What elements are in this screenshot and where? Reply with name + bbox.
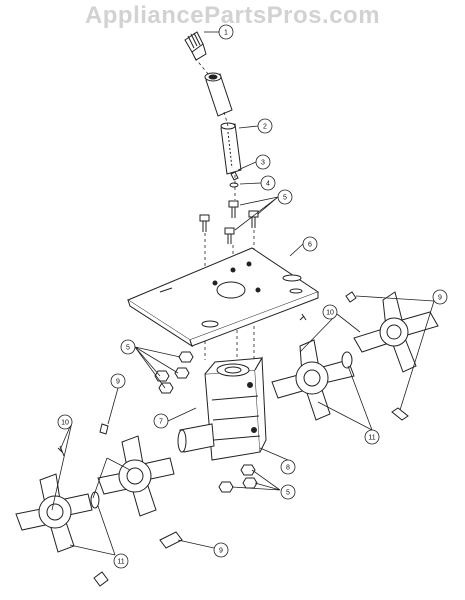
svg-text:5: 5 — [283, 195, 287, 202]
callout-1: 1 — [218, 24, 234, 40]
upper-bolts-part — [199, 200, 259, 244]
washer-right — [341, 351, 353, 369]
callout-7: 7 — [153, 413, 169, 429]
tine-inner-right — [271, 339, 355, 421]
svg-text:9: 9 — [438, 295, 442, 302]
svg-text:11: 11 — [368, 435, 375, 442]
pin-and-spacer-part — [229, 171, 239, 188]
callout-9-left: 9 — [110, 373, 126, 389]
pin-left — [99, 423, 109, 435]
leader-lines — [51, 31, 435, 556]
callout-4: 4 — [260, 175, 276, 191]
right-tine-assembly — [271, 291, 439, 421]
callout-10-right: 10 — [322, 304, 338, 320]
clip-right — [391, 407, 409, 421]
svg-text:1: 1 — [224, 30, 228, 37]
svg-text:10: 10 — [61, 420, 69, 427]
watermark: AppliancePartsPros.com — [84, 2, 381, 29]
callout-11-left: 11 — [113, 553, 129, 569]
callout-5-bolts: 5 — [277, 189, 293, 205]
svg-text:2: 2 — [263, 124, 267, 131]
callout-2: 2 — [257, 118, 273, 134]
callout-9-bottom: 9 — [213, 542, 229, 558]
svg-text:11: 11 — [117, 559, 124, 566]
svg-text:6: 6 — [308, 242, 312, 249]
svg-text:5: 5 — [286, 490, 290, 497]
callout-9-right: 9 — [432, 289, 448, 305]
callout-11-right: 11 — [364, 429, 380, 445]
gearbox-nuts-part — [154, 351, 258, 493]
callout-5-nuts: 5 — [120, 339, 136, 355]
left-tine-assembly — [15, 423, 183, 587]
tine-outer-right — [353, 291, 439, 373]
svg-text:4: 4 — [266, 181, 270, 188]
clip-bottom — [159, 531, 183, 549]
tine-inner-left — [97, 435, 175, 517]
callout-6: 6 — [302, 236, 318, 252]
callout-10-left: 10 — [57, 414, 73, 430]
callout-8: 8 — [280, 459, 296, 475]
svg-text:9: 9 — [116, 379, 120, 386]
pin-right-top — [345, 291, 357, 303]
shaft-tube-part — [204, 72, 233, 117]
callout-5-lower: 5 — [280, 484, 296, 500]
svg-text:3: 3 — [261, 160, 265, 167]
handle-grip-part — [184, 31, 207, 61]
clip-left — [93, 571, 109, 587]
callout-3: 3 — [255, 154, 271, 170]
svg-text:9: 9 — [219, 548, 223, 555]
svg-text:10: 10 — [326, 310, 334, 317]
tine-shaft-part — [220, 122, 242, 175]
svg-text:7: 7 — [159, 419, 163, 426]
svg-text:8: 8 — [286, 465, 290, 472]
tine-outer-left — [15, 473, 93, 553]
washer-left — [90, 491, 100, 509]
svg-text:5: 5 — [126, 345, 130, 352]
mounting-plate-part — [126, 247, 320, 348]
gearbox-part — [177, 356, 267, 461]
pin-right-mid — [299, 313, 307, 321]
